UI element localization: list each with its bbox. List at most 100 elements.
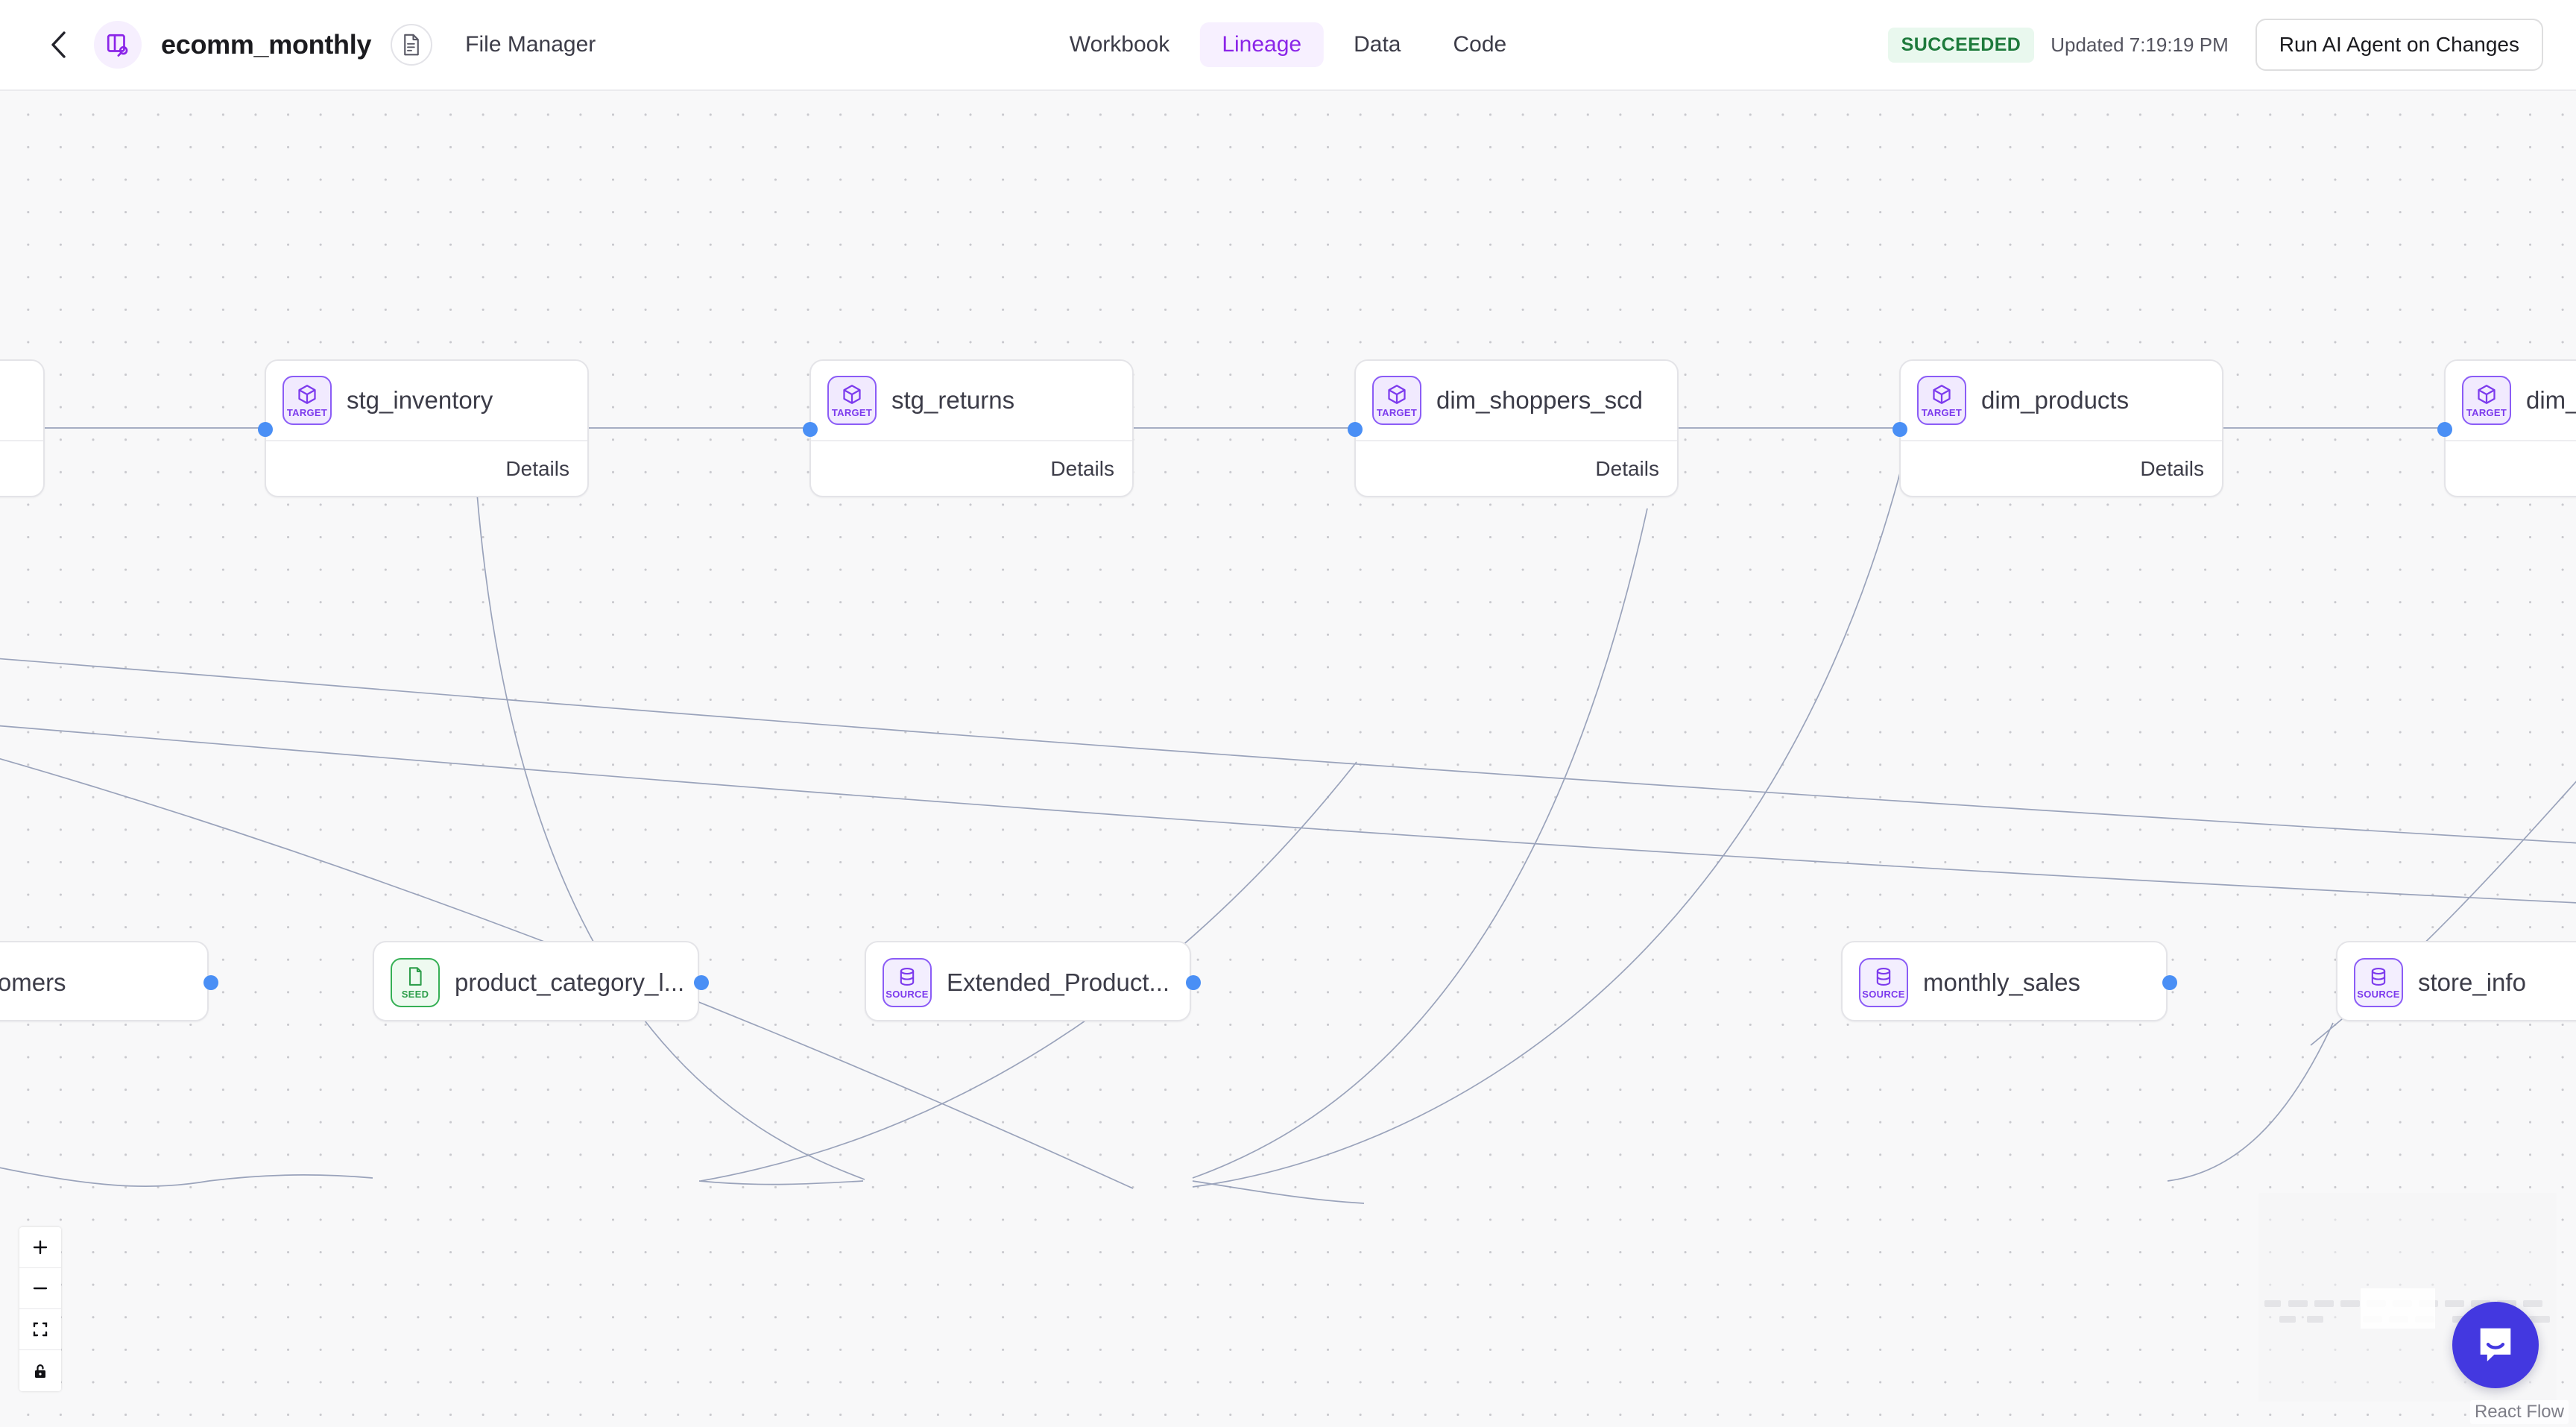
node-title: dim_products bbox=[1981, 386, 2130, 414]
document-icon-badge[interactable] bbox=[391, 24, 433, 66]
chevron-left-icon bbox=[51, 31, 66, 58]
cube-icon bbox=[1388, 385, 1406, 404]
node-type-label: SOURCE bbox=[886, 989, 929, 1000]
node-header: SOURCE store_info bbox=[2337, 942, 2576, 1023]
node-type-label: TARGET bbox=[1921, 407, 1963, 418]
node-details-link[interactable]: Details bbox=[505, 457, 569, 480]
lineage-node-store-info[interactable]: SOURCE store_info bbox=[2336, 941, 2576, 1021]
file-icon bbox=[408, 967, 422, 986]
intercom-chat-icon bbox=[2480, 1328, 2511, 1361]
minimap-viewport[interactable] bbox=[2361, 1288, 2435, 1329]
cube-icon bbox=[1933, 385, 1951, 404]
lineage-node-stg-customers[interactable]: _customers bbox=[0, 941, 218, 1023]
node-type-label: TARGET bbox=[2466, 407, 2507, 418]
node-title: stg_inventory bbox=[347, 386, 493, 414]
flow-controls bbox=[19, 1227, 61, 1391]
page-title: ecomm_monthly bbox=[161, 29, 372, 60]
lineage-node-dim-shoppers-scd[interactable]: TARGET dim_shoppers_scd Details bbox=[1348, 359, 1679, 497]
lineage-node-dim-clipped[interactable]: TARGET dim_ Details bbox=[2437, 359, 2576, 497]
plus-icon bbox=[33, 1240, 48, 1255]
database-icon bbox=[900, 967, 915, 986]
database-icon bbox=[1876, 967, 1891, 986]
node-type-badge: SOURCE bbox=[883, 958, 932, 1007]
lineage-node-product-category-lookup[interactable]: SEED product_category_l... bbox=[373, 941, 709, 1021]
node-type-label: SEED bbox=[401, 989, 429, 1000]
document-icon bbox=[404, 34, 419, 56]
node-type-badge: SEED bbox=[391, 958, 440, 1007]
intercom-chat-button[interactable] bbox=[2452, 1302, 2539, 1388]
node-details-link[interactable]: Details bbox=[1050, 457, 1114, 480]
node-type-label: SOURCE bbox=[1862, 989, 1905, 1000]
node-header: TARGET dim_ bbox=[2446, 361, 2576, 441]
cube-icon bbox=[298, 385, 316, 404]
toggle-interactivity-button[interactable] bbox=[19, 1350, 61, 1391]
notebook-search-icon bbox=[107, 34, 128, 57]
node-title: product_category_l... bbox=[455, 968, 685, 996]
zoom-in-button[interactable] bbox=[19, 1227, 61, 1268]
lineage-node[interactable] bbox=[0, 359, 45, 497]
node-handle-left[interactable] bbox=[1348, 422, 1363, 437]
node-footer: Details bbox=[2446, 441, 2576, 497]
header-right-group: SUCCEEDED Updated 7:19:19 PM Run AI Agen… bbox=[1887, 19, 2543, 71]
node-header: _customers bbox=[0, 942, 207, 1023]
node-type-badge: TARGET bbox=[827, 376, 877, 425]
node-title: stg_returns bbox=[891, 386, 1015, 414]
node-header: SOURCE Extended_Product... bbox=[866, 942, 1190, 1023]
node-handle-left[interactable] bbox=[2437, 422, 2452, 437]
run-ai-agent-button[interactable]: Run AI Agent on Changes bbox=[2255, 19, 2543, 71]
fit-screen-icon bbox=[33, 1322, 48, 1337]
node-title: dim_shoppers_scd bbox=[1436, 386, 1643, 414]
tab-code[interactable]: Code bbox=[1453, 32, 1507, 57]
node-header: SOURCE monthly_sales bbox=[1843, 942, 2166, 1023]
app-header: ecomm_monthly File Manager Workbook Line… bbox=[0, 0, 2576, 91]
node-title: monthly_sales bbox=[1923, 968, 2080, 996]
updated-timestamp: Updated 7:19:19 PM bbox=[2051, 33, 2229, 56]
lineage-node-monthly-sales[interactable]: SOURCE monthly_sales bbox=[1841, 941, 2177, 1023]
lineage-node-dim-products[interactable]: TARGET dim_products Details bbox=[1892, 359, 2223, 497]
lineage-node-extended-product[interactable]: SOURCE Extended_Product... bbox=[865, 941, 1201, 1023]
react-flow-attribution[interactable]: React Flow bbox=[2469, 1400, 2569, 1424]
node-details-link[interactable]: Details bbox=[2140, 457, 2204, 480]
lineage-canvas[interactable]: TARGET stg_inventory Details TARGET stg_… bbox=[0, 91, 2576, 1427]
node-type-badge: TARGET bbox=[1917, 376, 1966, 425]
lineage-node-stg-returns[interactable]: TARGET stg_returns Details bbox=[803, 359, 1134, 497]
fit-view-button[interactable] bbox=[19, 1309, 61, 1350]
node-handle-left[interactable] bbox=[1892, 422, 1907, 437]
node-footer: Details bbox=[1356, 441, 1677, 497]
node-type-badge: SOURCE bbox=[2354, 958, 2403, 1007]
database-icon bbox=[2371, 967, 2386, 986]
cube-icon bbox=[2478, 385, 2496, 404]
node-handle-right[interactable] bbox=[203, 975, 218, 990]
node-header: TARGET dim_shoppers_scd bbox=[1356, 361, 1677, 441]
project-icon-badge[interactable] bbox=[94, 21, 142, 69]
zoom-out-button[interactable] bbox=[19, 1268, 61, 1309]
cube-icon bbox=[843, 385, 861, 404]
tab-workbook[interactable]: Workbook bbox=[1069, 32, 1170, 57]
node-header: TARGET stg_inventory bbox=[266, 361, 587, 441]
tab-data[interactable]: Data bbox=[1354, 32, 1401, 57]
node-footer: Details bbox=[266, 441, 587, 497]
node-type-label: SOURCE bbox=[2357, 989, 2400, 1000]
node-title: dim_ bbox=[2526, 386, 2576, 414]
node-handle-right[interactable] bbox=[694, 975, 709, 990]
node-handle-left[interactable] bbox=[258, 422, 273, 437]
node-footer bbox=[0, 441, 43, 497]
lineage-edges bbox=[0, 425, 2576, 1204]
node-footer: Details bbox=[811, 441, 1132, 497]
tab-lineage[interactable]: Lineage bbox=[1199, 22, 1325, 67]
node-handle-right[interactable] bbox=[2162, 975, 2177, 990]
node-details-link[interactable]: Details bbox=[1595, 457, 1659, 480]
node-handle-right[interactable] bbox=[1186, 975, 1201, 990]
node-title: Extended_Product... bbox=[947, 968, 1170, 996]
node-handle-left[interactable] bbox=[803, 422, 818, 437]
lineage-node-stg-inventory[interactable]: TARGET stg_inventory Details bbox=[258, 359, 589, 497]
header-left-group: ecomm_monthly File Manager bbox=[0, 21, 596, 69]
file-manager-link[interactable]: File Manager bbox=[465, 32, 596, 57]
node-title: store_info bbox=[2418, 968, 2526, 996]
back-button[interactable] bbox=[39, 25, 78, 64]
node-type-badge: SOURCE bbox=[1859, 958, 1908, 1007]
node-header: TARGET stg_returns bbox=[811, 361, 1132, 441]
node-type-badge: TARGET bbox=[282, 376, 332, 425]
node-title: _customers bbox=[0, 968, 66, 996]
